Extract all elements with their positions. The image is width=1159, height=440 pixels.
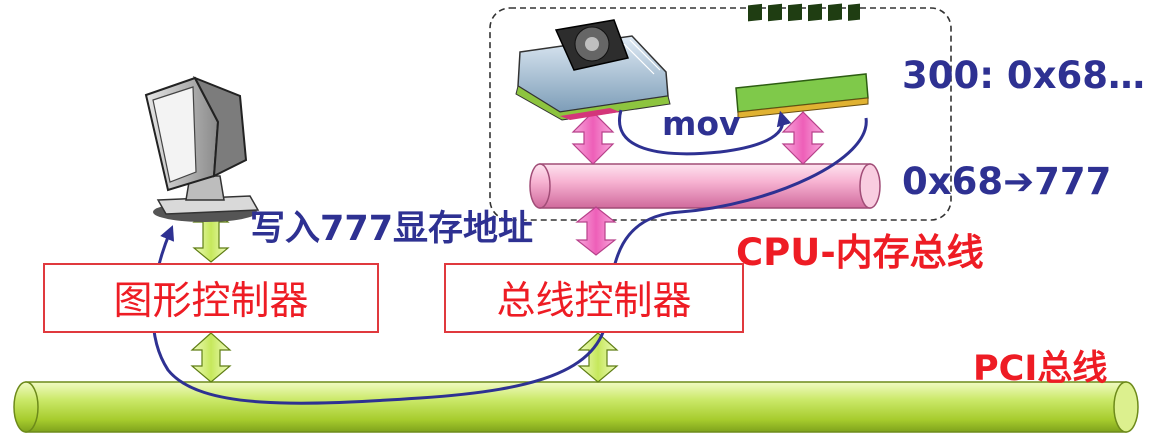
buscontroller-to-pci-arrow	[577, 332, 619, 383]
pci-bus-label: PCI总线	[973, 349, 1108, 389]
cpu-memory-group	[489, 7, 952, 221]
graphics-controller-box: 图形控制器	[43, 263, 379, 333]
cpu-memory-bus-cylinder	[529, 163, 881, 209]
write-vram-label: 写入777显存地址	[250, 209, 534, 249]
cpu-memory-bus-label: CPU-内存总线	[736, 231, 984, 274]
cpu-chip-icon	[515, 19, 671, 121]
cpu-to-bus-arrow	[571, 111, 615, 165]
memory-module-icon	[735, 3, 869, 119]
graphics-to-pci-arrow	[190, 332, 232, 383]
bus-controller-box: 总线控制器	[444, 263, 744, 333]
mov-flow-line	[618, 109, 792, 156]
bus-to-bus-controller-arrow	[575, 206, 617, 256]
mapping-label: 0x68➔777	[902, 160, 1112, 203]
write-flow-line	[151, 117, 868, 405]
computer-monitor-icon	[144, 76, 260, 222]
mov-instruction-label: mov	[662, 104, 741, 143]
memory-value-label: 300: 0x68…	[902, 54, 1146, 97]
memory-to-bus-arrow	[781, 111, 825, 165]
pci-bus-cylinder	[13, 381, 1139, 433]
